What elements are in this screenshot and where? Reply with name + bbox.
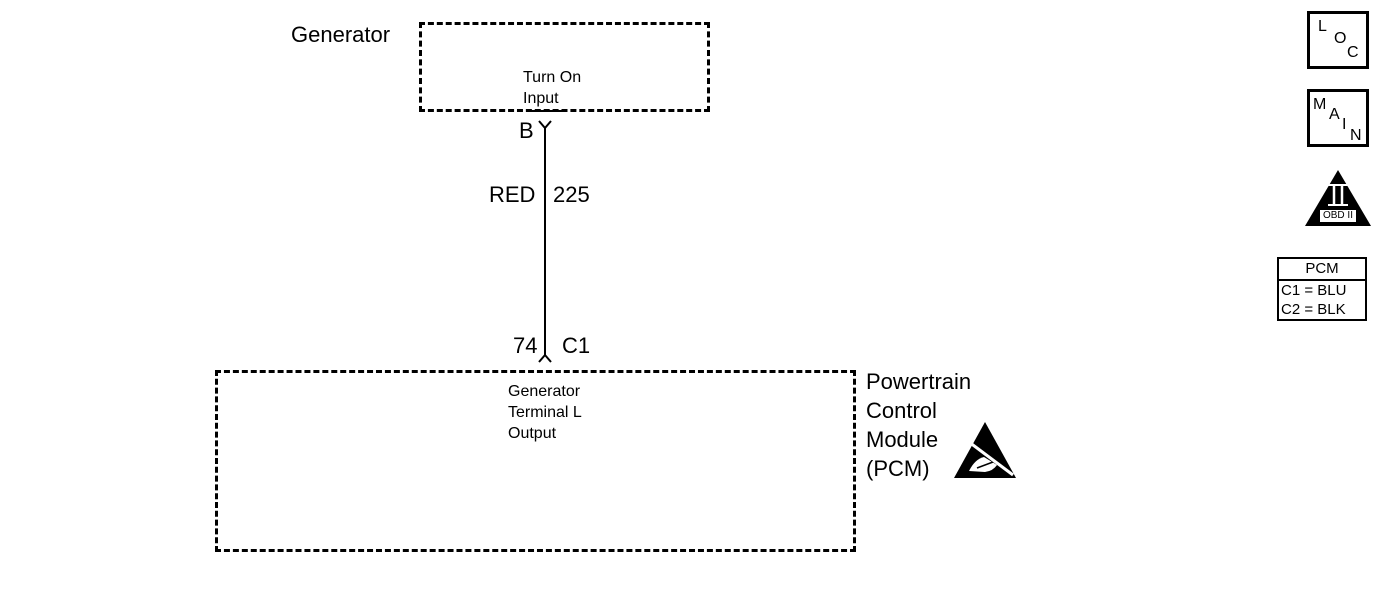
loc-letter-l: L (1318, 18, 1327, 35)
pcm-output-line3: Output (508, 425, 557, 442)
pcm-c1-connector (538, 353, 552, 363)
main-icon: M A I N (1307, 89, 1369, 147)
pcm-output-label: Generator Terminal L Output (508, 381, 582, 444)
generator-box (419, 22, 710, 112)
obd-ii-icon (1305, 170, 1371, 226)
obd-ii-text: OBD II (1322, 210, 1353, 221)
wire-circuit-label: 225 (553, 182, 590, 207)
pcm-title: Powertrain Control Module (PCM) (866, 367, 971, 483)
main-letter-i: I (1342, 116, 1347, 133)
obd-ii-numeral: II (1337, 180, 1339, 182)
generator-terminal-label: B (519, 118, 534, 143)
main-letter-n: N (1350, 127, 1362, 144)
pcm-connector-table: PCM C1 = BLU C2 = BLK (1277, 257, 1367, 321)
wire-color-label: RED (489, 182, 536, 207)
pcm-output-line2: Terminal L (508, 404, 582, 421)
main-letter-m: M (1313, 96, 1327, 113)
pcm-pin-label: 74 (513, 333, 538, 358)
pcm-table-header: PCM (1279, 259, 1365, 281)
pcm-table-row-c1: C1 = BLU (1281, 282, 1347, 299)
loc-icon: L O C (1307, 11, 1369, 69)
loc-letter-c: C (1347, 44, 1359, 61)
pcm-title-line4: (PCM) (866, 456, 930, 481)
main-letter-a: A (1329, 106, 1340, 123)
pcm-title-line3: Module (866, 427, 939, 452)
generator-input-line1: Turn On (523, 69, 582, 86)
pcm-output-line1: Generator (508, 383, 581, 400)
generator-input-line2: Input (523, 90, 559, 107)
pcm-title-line1: Powertrain (866, 369, 972, 394)
loc-letter-o: O (1334, 30, 1347, 47)
pcm-connector-label: C1 (562, 333, 591, 358)
generator-title: Generator (291, 22, 391, 47)
generator-input-label: Turn On Input (523, 67, 581, 109)
pcm-box (215, 370, 856, 552)
pcm-title-line2: Control (866, 398, 937, 423)
pcm-table-row-c2: C2 = BLK (1281, 301, 1346, 318)
generator-terminal-connector (529, 110, 562, 130)
esd-warning-icon (954, 422, 1016, 478)
